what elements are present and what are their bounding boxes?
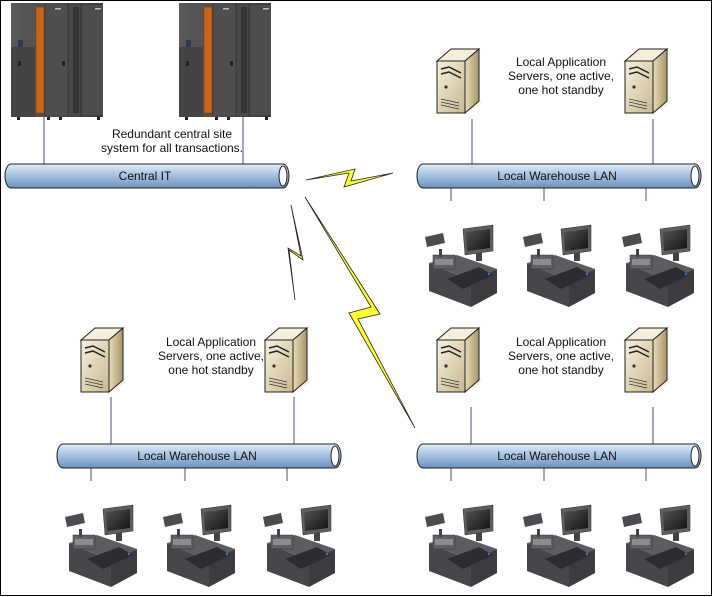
site-annotation-line2: Servers, one active, <box>157 349 265 363</box>
server-icon <box>624 48 670 114</box>
site-annotation-line2: Servers, one active, <box>507 349 615 363</box>
server-icon <box>436 48 482 114</box>
pos-terminal-icon <box>262 504 336 588</box>
pos-terminal-icon <box>621 504 695 588</box>
pos-terminal-icon <box>424 224 498 308</box>
site-annotation-line3: one hot standby <box>168 363 254 377</box>
pos-terminal-icon <box>522 504 596 588</box>
central-annotation-line1: Redundant central site <box>111 127 233 141</box>
lan-label: Local Warehouse LAN <box>137 449 257 463</box>
site-annotation-line3: one hot standby <box>518 83 604 97</box>
server-icon <box>436 327 482 393</box>
lan-pipe-top-right <box>416 163 702 189</box>
site-annotation-line3: one hot standby <box>518 363 604 377</box>
mainframe-icon <box>178 2 272 121</box>
lan-pipe-bottom-right <box>416 443 702 469</box>
pos-terminal-icon <box>64 504 138 588</box>
site-annotation-line2: Servers, one active, <box>507 69 615 83</box>
lan-pipe-bottom-left <box>56 443 342 469</box>
lan-label: Local Warehouse LAN <box>497 169 617 183</box>
central-annotation: Redundant central site system for all tr… <box>87 127 257 155</box>
server-icon <box>80 327 126 393</box>
pos-terminal-icon <box>522 224 596 308</box>
pos-terminal-icon <box>162 504 236 588</box>
central-it-label: Central IT <box>118 169 172 183</box>
site-annotation: Local Application Servers, one active, o… <box>491 335 631 377</box>
central-it-pipe <box>4 163 290 189</box>
pos-terminal-icon <box>424 504 498 588</box>
site-annotation: Local Application Servers, one active, o… <box>141 335 281 377</box>
site-annotation-line1: Local Application <box>515 335 607 349</box>
site-annotation-line1: Local Application <box>165 335 257 349</box>
server-icon <box>624 327 670 393</box>
central-annotation-line2: system for all transactions. <box>100 141 244 155</box>
pos-terminal-icon <box>621 224 695 308</box>
site-annotation-line1: Local Application <box>515 55 607 69</box>
wan-link-bottom-left <box>287 204 304 301</box>
wan-link-top-right <box>305 168 394 188</box>
wan-link-bottom-right <box>304 196 416 429</box>
mainframe-icon <box>10 2 104 121</box>
connector-lines <box>43 117 654 481</box>
lan-label: Local Warehouse LAN <box>497 449 617 463</box>
site-annotation: Local Application Servers, one active, o… <box>491 55 631 97</box>
